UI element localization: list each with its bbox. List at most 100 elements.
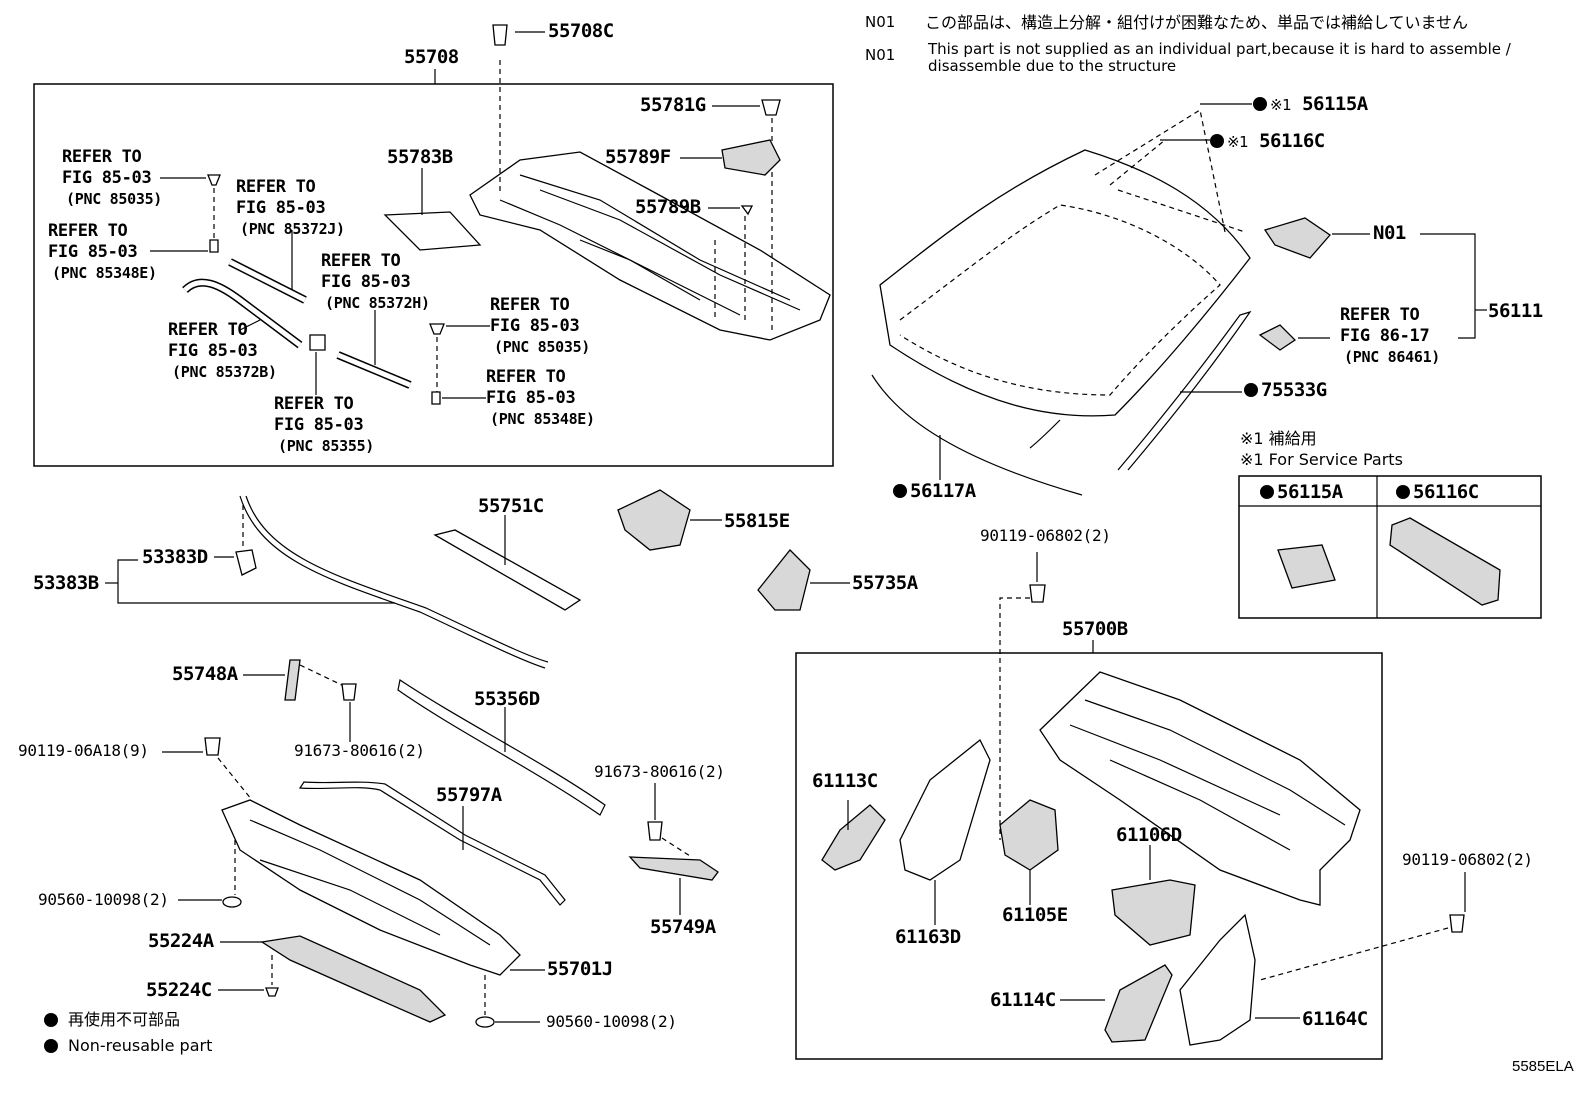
label-90119-06802-top: 90119-06802(2) — [980, 526, 1111, 545]
label-90560-10098-left: 90560-10098(2) — [38, 890, 169, 909]
refer-to-block-7: REFER TO FIG 85-03 (PNC 85348E) — [486, 367, 595, 430]
label-56115A: ※1 56115A — [1253, 95, 1368, 114]
refer-fig-label: FIG 85-03 — [486, 388, 576, 408]
refer-pnc-label: (PNC 85035) — [494, 338, 591, 356]
refer-fig-label: FIG 85-03 — [236, 198, 326, 218]
cowl-lower-panel-drawing — [221, 799, 521, 976]
label-56115A-text: 56115A — [1302, 93, 1368, 115]
label-55701J: 55701J — [547, 958, 613, 980]
refer-pnc-label: (PNC 85355) — [278, 437, 375, 455]
refer-to-block-6: REFER TO FIG 85-03 (PNC 85035) — [490, 295, 590, 358]
refer-to-label: REFER TO — [168, 320, 248, 340]
service-table-col1-text: 56115A — [1277, 481, 1343, 503]
label-56116C-text: 56116C — [1259, 130, 1325, 152]
refer-pnc-label: (PNC 85348E) — [490, 410, 595, 428]
label-75533G: 75533G — [1244, 381, 1327, 400]
service-table-col2: 56116C — [1396, 483, 1479, 502]
label-55781G: 55781G — [640, 94, 706, 116]
service-note-en: ※1 For Service Parts — [1240, 450, 1403, 469]
label-90119-06802-right: 90119-06802(2) — [1402, 850, 1533, 869]
label-55783B: 55783B — [387, 146, 453, 168]
refer-to-block-9: REFER TO FIG 86-17 (PNC 86461) — [1340, 305, 1440, 368]
label-61164C: 61164C — [1302, 1008, 1368, 1030]
label-55700B: 55700B — [1062, 618, 1128, 640]
label-N01: N01 — [1373, 222, 1406, 244]
refer-to-label: REFER TO — [274, 394, 354, 414]
note-n01-code-en: N01 — [865, 46, 896, 64]
label-56111: 56111 — [1488, 300, 1543, 322]
label-55224A: 55224A — [148, 930, 214, 952]
label-61114C: 61114C — [990, 989, 1056, 1011]
refer-fig-label: FIG 85-03 — [62, 168, 152, 188]
refer-to-block-5: REFER TO FIG 85-03 (PNC 85372B) — [168, 320, 277, 383]
note-n01-code-jp: N01 — [865, 13, 896, 31]
diagram-code: 5585ELA — [1512, 1058, 1574, 1075]
non-reusable-dot — [893, 484, 907, 498]
service-mark: ※1 — [1270, 96, 1292, 114]
non-reusable-dot — [1260, 485, 1274, 499]
group-box-55708 — [33, 83, 834, 467]
refer-to-block-1: REFER TO FIG 85-03 (PNC 85035) — [62, 147, 162, 210]
refer-to-label: REFER TO — [62, 147, 142, 167]
label-61105E: 61105E — [1002, 904, 1068, 926]
label-55708: 55708 — [404, 46, 459, 68]
refer-to-label: REFER TO — [1340, 305, 1420, 325]
legend-non-reusable-en: Non-reusable part — [68, 1036, 213, 1055]
refer-to-block-3: REFER TO FIG 85-03 (PNC 85348E) — [48, 221, 157, 284]
label-56117A: 56117A — [893, 482, 976, 501]
non-reusable-dot — [1244, 383, 1258, 397]
label-55749A: 55749A — [650, 916, 716, 938]
label-91673-80616-left: 91673-80616(2) — [294, 741, 425, 760]
label-53383D: 53383D — [142, 546, 208, 568]
label-53383B: 53383B — [33, 572, 99, 594]
refer-fig-label: FIG 85-03 — [48, 242, 138, 262]
refer-to-label: REFER TO — [48, 221, 128, 241]
label-90560-10098-bottom: 90560-10098(2) — [546, 1012, 677, 1031]
label-75533G-text: 75533G — [1261, 379, 1327, 401]
refer-to-block-8: REFER TO FIG 85-03 (PNC 85355) — [274, 394, 374, 457]
refer-to-block-4: REFER TO FIG 85-03 (PNC 85372H) — [321, 251, 430, 314]
note-n01-text-en-line2: disassemble due to the structure — [928, 57, 1177, 75]
label-61113C: 61113C — [812, 770, 878, 792]
refer-to-block-2: REFER TO FIG 85-03 (PNC 85372J) — [236, 177, 345, 240]
refer-fig-label: FIG 85-03 — [274, 415, 364, 435]
refer-pnc-label: (PNC 85372B) — [172, 363, 277, 381]
label-61106D: 61106D — [1116, 824, 1182, 846]
label-55751C: 55751C — [478, 495, 544, 517]
refer-pnc-label: (PNC 85035) — [66, 190, 163, 208]
non-reusable-dot — [1210, 134, 1224, 148]
label-55797A: 55797A — [436, 784, 502, 806]
label-55735A: 55735A — [852, 572, 918, 594]
label-55789B: 55789B — [635, 196, 701, 218]
legend-non-reusable-jp: 再使用不可部品 — [68, 1010, 181, 1029]
label-56116C: ※1 56116C — [1210, 132, 1325, 151]
non-reusable-dot — [1396, 485, 1410, 499]
refer-to-label: REFER TO — [236, 177, 316, 197]
label-90119-06A18: 90119-06A18(9) — [18, 741, 149, 760]
service-parts-table — [1238, 475, 1542, 619]
label-55748A: 55748A — [172, 663, 238, 685]
refer-pnc-label: (PNC 85372J) — [240, 220, 345, 238]
windshield-glass-drawing — [879, 149, 1251, 449]
service-table-col2-text: 56116C — [1413, 481, 1479, 503]
refer-to-label: REFER TO — [486, 367, 566, 387]
service-mark: ※1 — [1227, 133, 1249, 151]
refer-to-label: REFER TO — [321, 251, 401, 271]
service-note-jp: ※1 補給用 — [1240, 429, 1317, 448]
group-box-55700B — [795, 652, 1383, 1060]
refer-fig-label: FIG 85-03 — [321, 272, 411, 292]
refer-pnc-label: (PNC 85348E) — [52, 264, 157, 282]
note-n01-text-jp: この部品は、構造上分解・組付けが困難なため、単品では補給していません — [925, 13, 1469, 32]
service-table-col1: 56115A — [1260, 483, 1343, 502]
refer-fig-label: FIG 85-03 — [490, 316, 580, 336]
non-reusable-dot — [1253, 97, 1267, 111]
label-55224C: 55224C — [146, 979, 212, 1001]
refer-to-label: REFER TO — [490, 295, 570, 315]
note-n01-text-en-line1: This part is not supplied as an individu… — [928, 40, 1511, 58]
label-91673-80616-right: 91673-80616(2) — [594, 762, 725, 781]
label-55356D: 55356D — [474, 688, 540, 710]
label-56117A-text: 56117A — [910, 480, 976, 502]
label-55815E: 55815E — [724, 510, 790, 532]
